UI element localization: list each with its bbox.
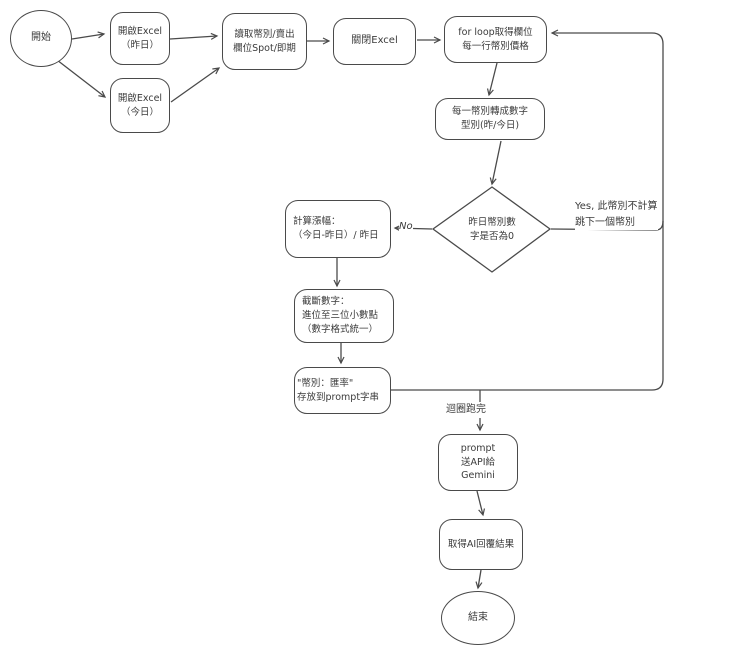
node-label: 進位至三位小數點 xyxy=(302,310,379,322)
node-label: 取得AI回覆結果 xyxy=(447,538,515,550)
node-send-api: prompt 送API給 Gemini xyxy=(438,434,518,491)
node-label: prompt xyxy=(460,442,496,454)
node-calc-change: 計算漲幅： （今日-昨日）/ 昨日 xyxy=(285,200,391,258)
node-label: 昨日幣別數 xyxy=(468,217,516,229)
edge-loopback xyxy=(391,29,664,391)
edge-label-yes: Yes, 此幣別不計算 跳下一個幣別 xyxy=(575,199,658,230)
node-label: Gemini xyxy=(461,470,495,482)
edge-label-yes-line2: 跳下一個幣別 xyxy=(575,216,635,228)
node-decision-zero: 昨日幣別數 字是否為0 xyxy=(446,207,538,253)
node-label: 型別(昨/今日) xyxy=(460,120,520,131)
node-open-excel-today: 開啟Excel （今日） xyxy=(110,78,170,133)
edge-prompt-ai xyxy=(476,490,486,517)
node-convert-number: 每一幣別轉成數字 型別(昨/今日) xyxy=(435,98,545,140)
edge-start-today xyxy=(56,59,107,98)
node-label: （今日-昨日）/ 昨日 xyxy=(293,230,379,241)
edge-today-read xyxy=(170,67,221,103)
edge-label-yes-line1: Yes, 此幣別不計算 xyxy=(575,201,658,212)
node-label: 每一行幣別價格 xyxy=(462,40,529,52)
node-open-excel-yesterday: 開啟Excel （昨日） xyxy=(110,12,170,65)
node-label: 字是否為0 xyxy=(469,231,515,242)
node-label: for loop取得欄位 xyxy=(458,26,533,38)
node-store-prompt: "幣別：匯率" 存放到prompt字串 xyxy=(294,367,391,414)
node-label: （昨日） xyxy=(120,39,159,51)
edge-convert-decision xyxy=(489,140,502,186)
node-label: 計算漲幅： xyxy=(293,216,341,228)
node-label: 開始 xyxy=(31,32,51,44)
node-label: 存放到prompt字串 xyxy=(297,391,380,403)
edge-ai-end xyxy=(475,569,483,590)
node-label: 結束 xyxy=(468,611,488,623)
node-end: 結束 xyxy=(441,591,515,645)
node-close-excel: 關閉Excel xyxy=(333,18,416,65)
node-for-loop: for loop取得欄位 每一行幣別價格 xyxy=(444,16,547,63)
edge-yesterday-read xyxy=(169,32,219,40)
node-label: 關閉Excel xyxy=(351,35,398,47)
node-label: 截斷數字： xyxy=(302,296,350,308)
node-label: 讀取幣別/賣出 xyxy=(234,28,295,40)
node-truncate-number: 截斷數字： 進位至三位小數點 （數字格式統一） xyxy=(294,289,394,343)
node-label: 每一幣別轉成數字 xyxy=(451,106,528,118)
edge-forloop-convert xyxy=(486,62,498,97)
node-label: 送API給 xyxy=(460,456,496,468)
node-read-columns: 讀取幣別/賣出 欄位Spot/即期 xyxy=(222,13,307,70)
decision-diamond-shape xyxy=(431,186,552,273)
node-label: 開啟Excel xyxy=(117,25,163,37)
node-label: 開啟Excel xyxy=(117,92,163,104)
edge-label-no: No xyxy=(399,219,413,235)
node-label: （數字格式統一） xyxy=(302,323,379,335)
edge-label-loop-done: 迴圈跑完 xyxy=(446,402,486,418)
node-label: （今日） xyxy=(120,106,159,118)
node-label: "幣別：匯率" xyxy=(297,377,354,389)
edge-start-yesterday xyxy=(71,31,106,40)
node-start: 開始 xyxy=(10,10,72,67)
node-label: 欄位Spot/即期 xyxy=(233,42,296,54)
node-get-ai-result: 取得AI回覆結果 xyxy=(439,519,523,570)
